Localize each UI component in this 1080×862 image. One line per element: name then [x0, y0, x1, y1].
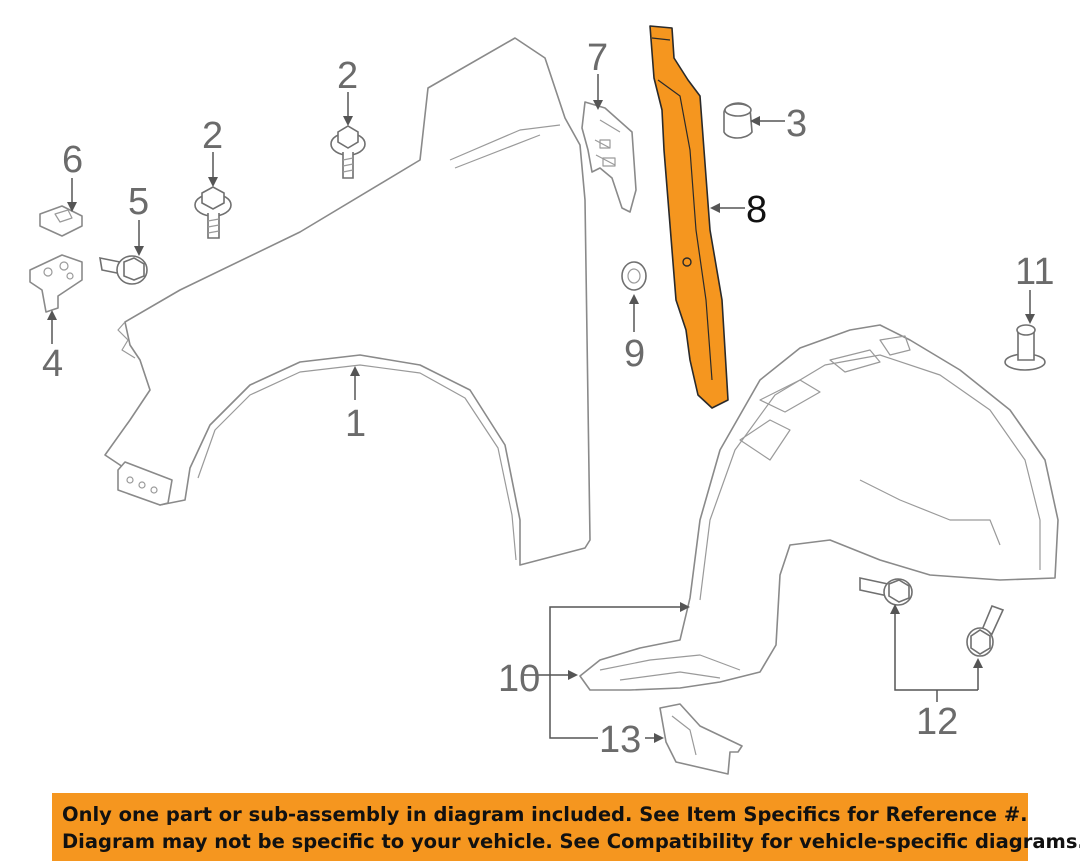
notice-line-2: Diagram may not be specific to your vehi…: [62, 830, 1080, 853]
plug-part: [723, 102, 753, 139]
bracket-part: [29, 254, 83, 313]
fender-seal-part-highlighted: [649, 25, 729, 409]
fender-liner-part: [579, 324, 1059, 691]
callout-13: 13: [599, 719, 641, 761]
callout-5: 5: [128, 181, 149, 223]
bolt-12b-part: [966, 604, 1005, 657]
bolt-5-part: [99, 255, 148, 285]
deflector-part: [659, 703, 743, 775]
mounting-bracket-part: [581, 101, 637, 213]
callout-12: 12: [916, 701, 958, 743]
callout-7: 7: [587, 37, 608, 79]
washer-part: [621, 261, 647, 291]
push-pin-part: [1004, 324, 1046, 371]
callout-6: 6: [62, 139, 83, 181]
callout-11: 11: [1015, 251, 1054, 293]
callout-9: 9: [624, 333, 645, 375]
parts-diagram: 1 2 2 3 4 5 6 7 8 9 10 11 12 13: [29, 25, 1059, 775]
callout-2-lower: 2: [202, 115, 223, 157]
callout-10: 10: [498, 658, 540, 700]
leader-lines: [47, 74, 1035, 743]
notice-line-1: Only one part or sub-assembly in diagram…: [62, 803, 1028, 826]
bolt-lower-part: [194, 186, 232, 239]
callout-8: 8: [746, 189, 767, 231]
notice-banner: Only one part or sub-assembly in diagram…: [52, 793, 1080, 861]
bolt-12a-part: [859, 577, 913, 606]
fender-part: [104, 37, 591, 566]
callout-4: 4: [42, 343, 63, 385]
bolt-upper-part: [330, 125, 366, 179]
callout-3: 3: [786, 103, 807, 145]
callout-1: 1: [345, 403, 366, 445]
clip-nut-part: [39, 205, 83, 237]
callout-2-upper: 2: [337, 55, 358, 97]
